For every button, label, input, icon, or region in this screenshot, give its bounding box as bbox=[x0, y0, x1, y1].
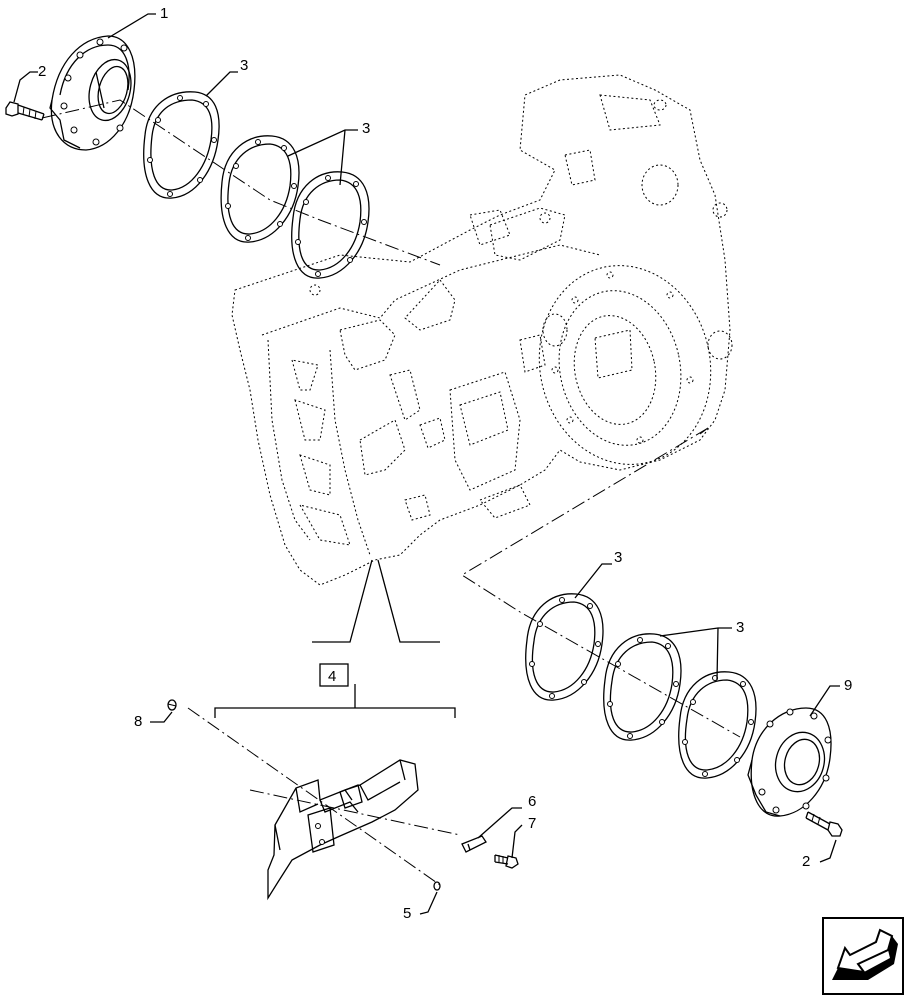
callout-9: 9 bbox=[844, 677, 852, 694]
transmission-housing bbox=[231, 74, 733, 586]
callout-3-c: 3 bbox=[614, 549, 622, 566]
callout-3-b: 3 bbox=[362, 120, 370, 137]
part-7-screw bbox=[494, 854, 519, 869]
callout-1: 1 bbox=[160, 5, 168, 22]
gasket-bottom-1 bbox=[525, 593, 604, 701]
group-4-bracket bbox=[214, 663, 456, 718]
part-6-clip bbox=[461, 835, 487, 853]
callout-labels: 1 2 3 3 3 3 4 5 6 7 8 9 2 bbox=[38, 5, 852, 922]
gasket-top-3 bbox=[291, 171, 370, 279]
arrow-left-down-icon[interactable] bbox=[822, 917, 904, 995]
gasket-top-2 bbox=[220, 135, 300, 243]
callout-6: 6 bbox=[528, 793, 536, 810]
center-lines bbox=[41, 99, 741, 886]
part-9-flange bbox=[747, 707, 832, 817]
callout-5: 5 bbox=[403, 905, 411, 922]
part-2-bolt-bottom bbox=[805, 811, 843, 837]
leader-lines bbox=[13, 13, 840, 915]
gasket-top-1 bbox=[143, 91, 220, 199]
part-5-pin bbox=[433, 881, 441, 891]
part-8-nut bbox=[167, 699, 177, 711]
part-2-bolt-top bbox=[5, 101, 45, 121]
callout-2-top: 2 bbox=[38, 63, 46, 80]
callout-3-d: 3 bbox=[736, 619, 744, 636]
callout-2-bottom: 2 bbox=[802, 853, 810, 870]
callout-4: 4 bbox=[328, 668, 336, 685]
gasket-bottom-2 bbox=[603, 633, 682, 741]
callout-7: 7 bbox=[528, 815, 536, 832]
callout-box-4 bbox=[319, 663, 349, 687]
callout-8: 8 bbox=[134, 713, 142, 730]
part-4-bracket bbox=[267, 759, 419, 901]
part-1-flange bbox=[49, 35, 136, 151]
gasket-bottom-3 bbox=[678, 671, 757, 779]
callout-3-a: 3 bbox=[240, 57, 248, 74]
view-lines bbox=[312, 559, 440, 643]
